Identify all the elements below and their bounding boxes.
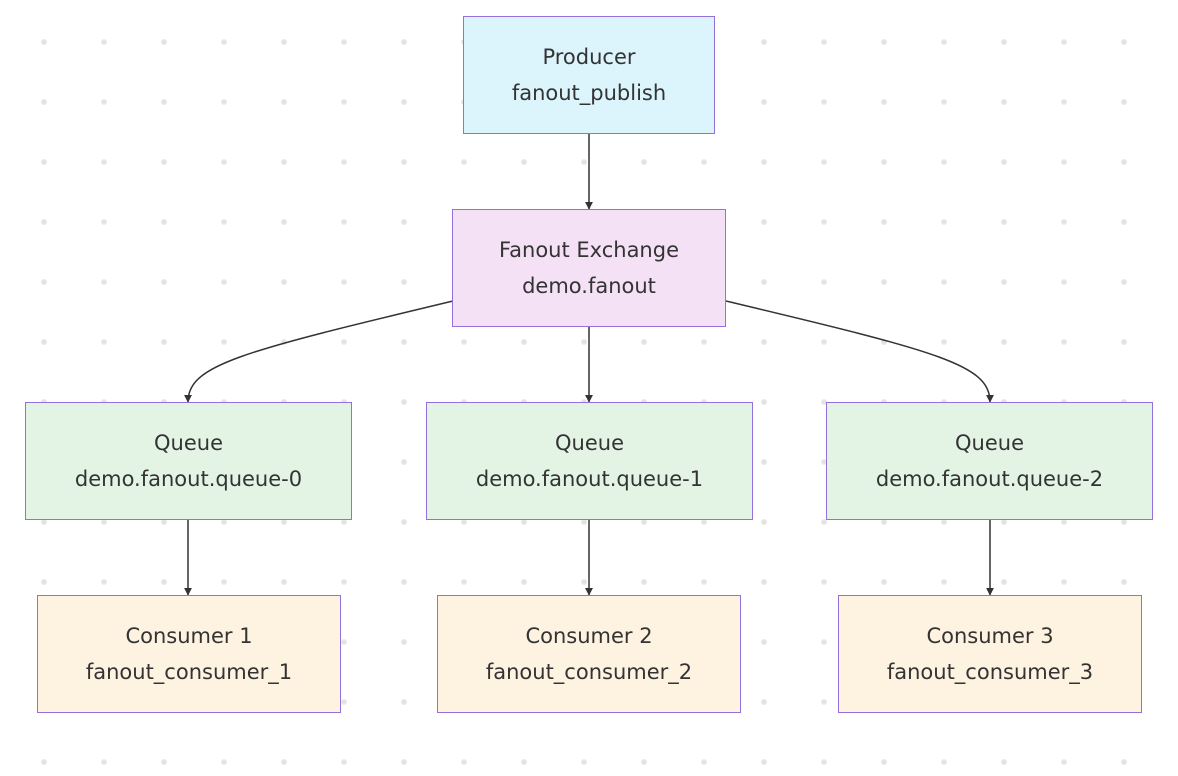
queue-0-subtitle: demo.fanout.queue-0 — [74, 467, 303, 491]
queue-0-title: Queue — [154, 431, 223, 455]
edge-exchange-queue2 — [725, 300, 994, 403]
producer-title: Producer — [542, 45, 636, 69]
queue-1-title: Queue — [555, 431, 624, 455]
exchange-subtitle: demo.fanout — [522, 274, 656, 298]
queue-node-1: Queue demo.fanout.queue-1 — [426, 402, 753, 520]
queue-2-subtitle: demo.fanout.queue-2 — [875, 467, 1104, 491]
consumer-2-subtitle: fanout_consumer_2 — [485, 660, 693, 684]
queue-1-subtitle: demo.fanout.queue-1 — [475, 467, 704, 491]
exchange-title: Fanout Exchange — [498, 238, 679, 262]
consumer-1-title: Consumer 1 — [125, 624, 253, 648]
consumer-1-subtitle: fanout_consumer_1 — [85, 660, 293, 684]
exchange-node: Fanout Exchange demo.fanout — [452, 209, 726, 327]
consumer-node-1: Consumer 1 fanout_consumer_1 — [37, 595, 341, 713]
producer-node: Producer fanout_publish — [463, 16, 715, 134]
consumer-node-2: Consumer 2 fanout_consumer_2 — [437, 595, 741, 713]
queue-node-0: Queue demo.fanout.queue-0 — [25, 402, 352, 520]
edge-exchange-queue0 — [184, 300, 454, 403]
queue-2-title: Queue — [955, 431, 1024, 455]
consumer-node-3: Consumer 3 fanout_consumer_3 — [838, 595, 1142, 713]
consumer-3-subtitle: fanout_consumer_3 — [886, 660, 1094, 684]
consumer-2-title: Consumer 2 — [525, 624, 653, 648]
producer-subtitle: fanout_publish — [511, 81, 667, 105]
consumer-3-title: Consumer 3 — [926, 624, 1054, 648]
queue-node-2: Queue demo.fanout.queue-2 — [826, 402, 1153, 520]
